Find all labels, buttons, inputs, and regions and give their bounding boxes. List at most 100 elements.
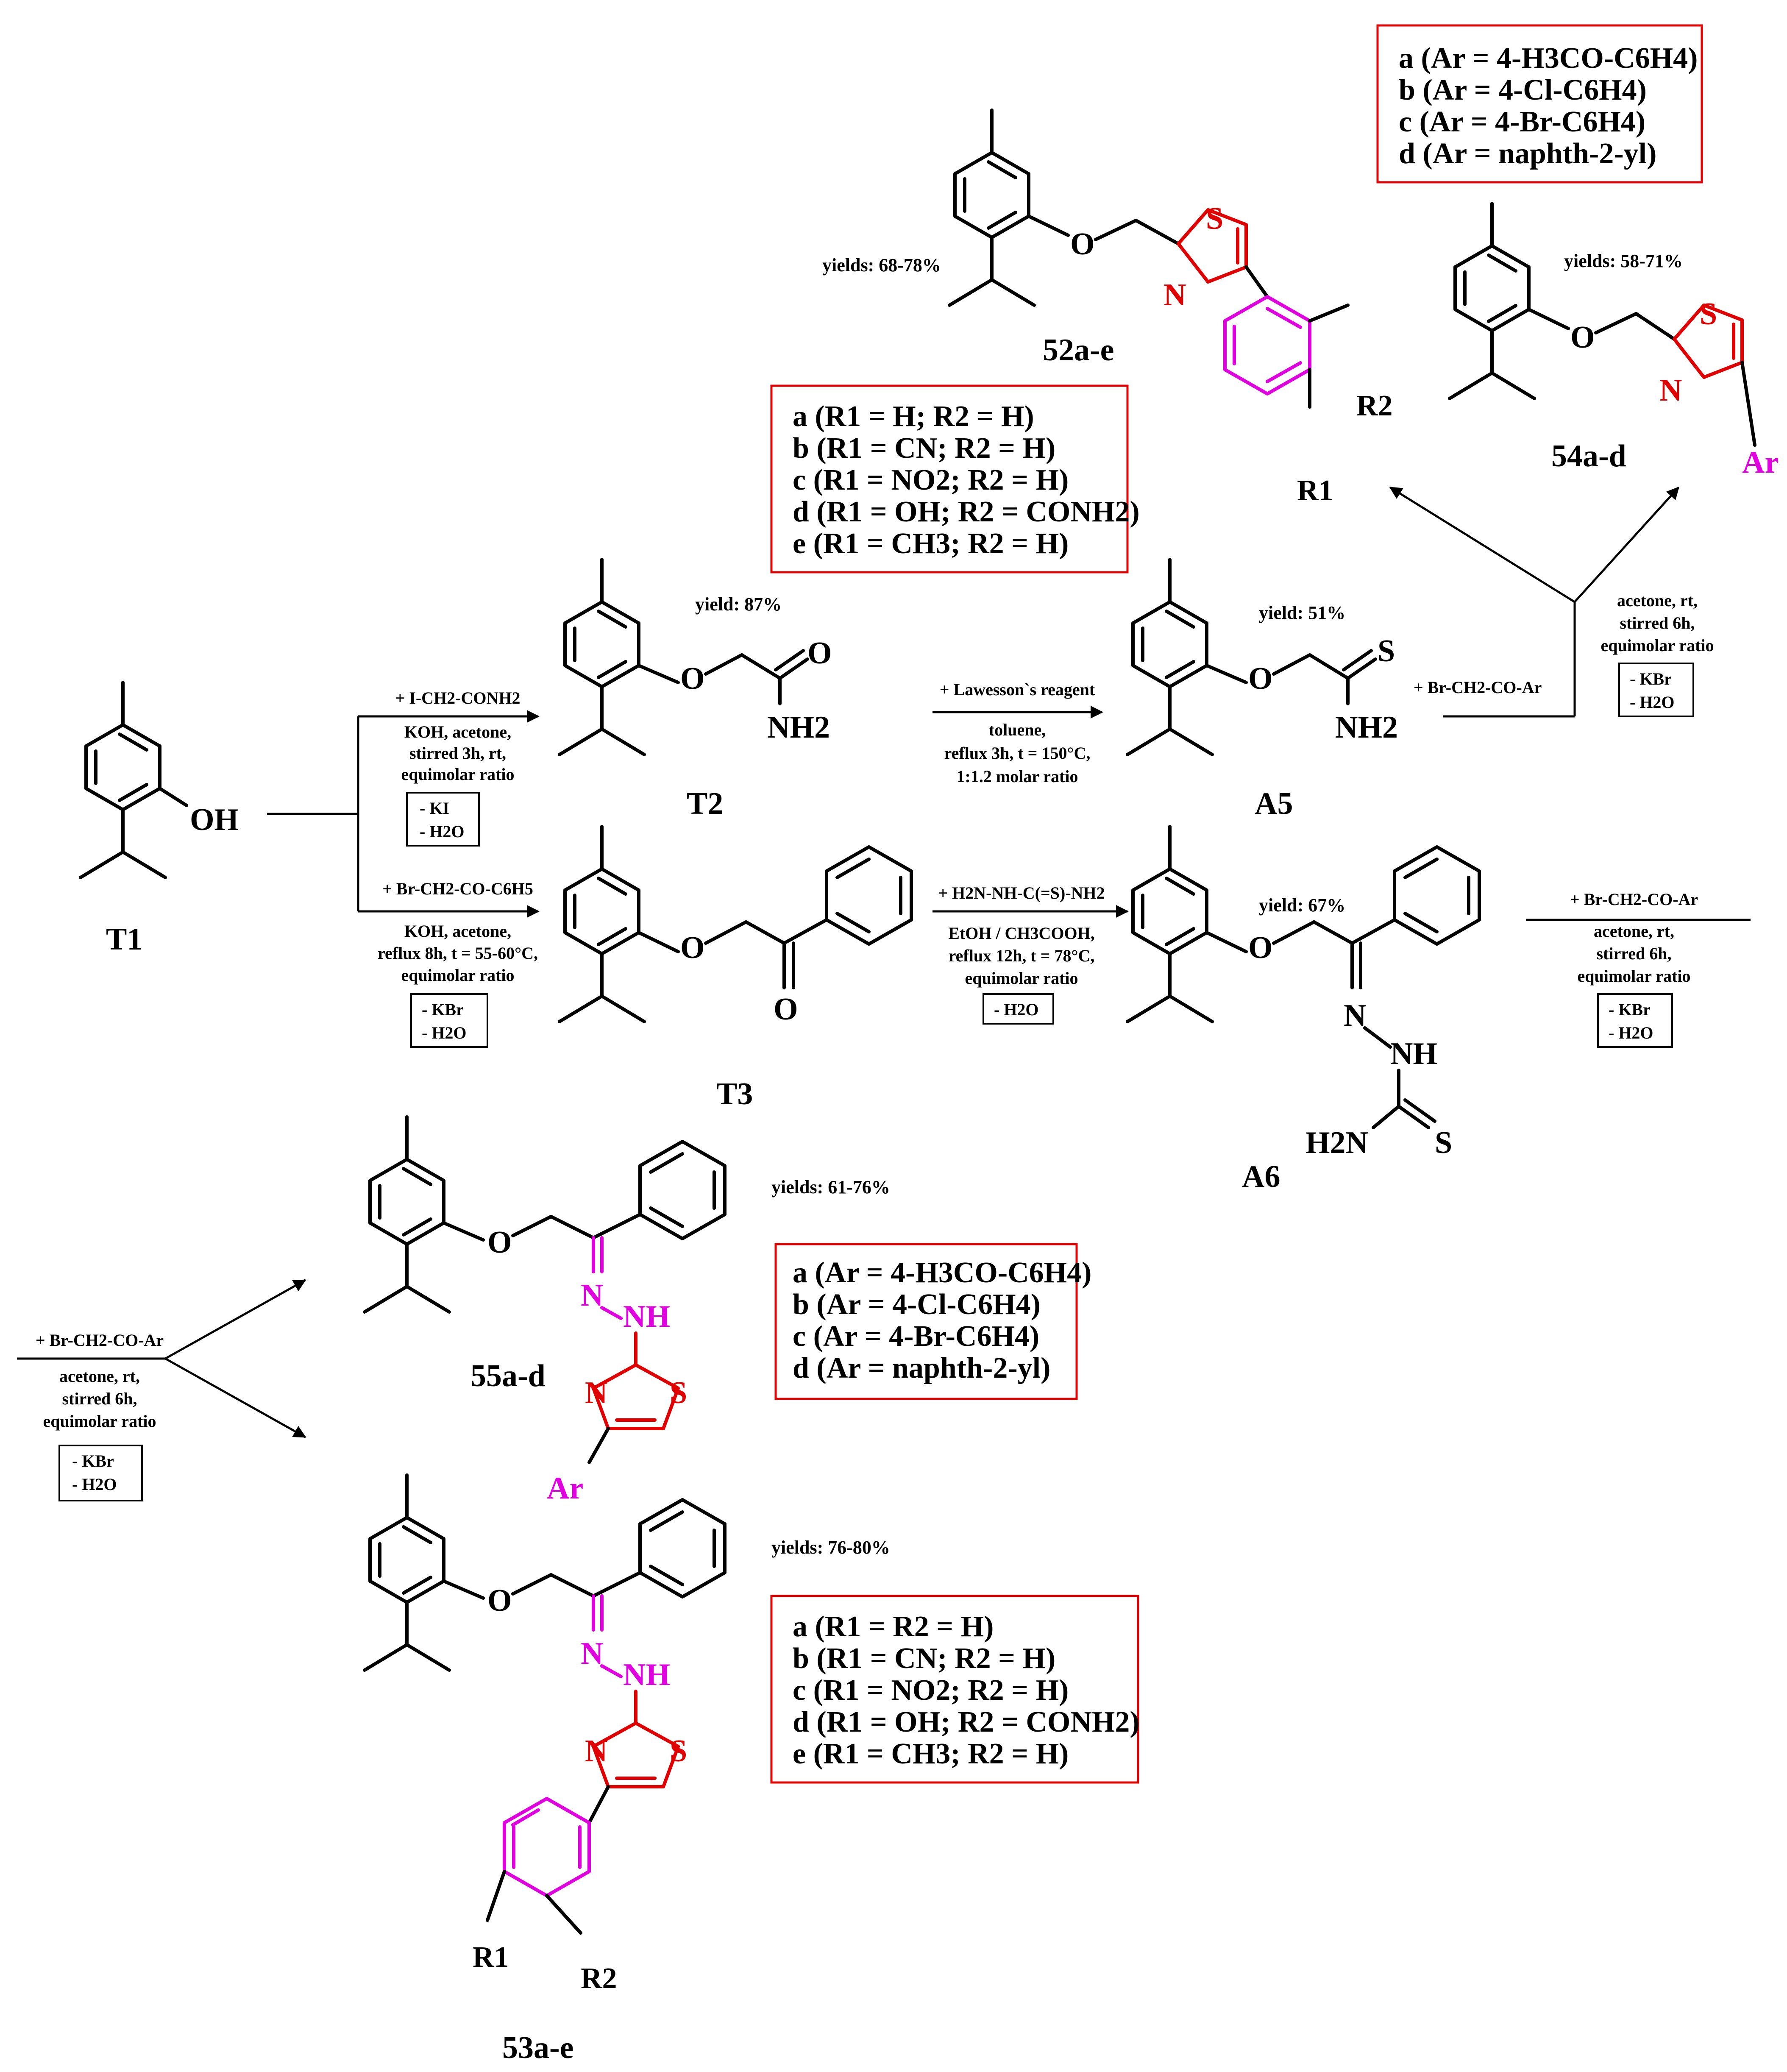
c52-aryl-ring [1223,295,1311,395]
substituents-r53-box: a (R1 = R2 = H) b (R1 = CN; R2 = H) c (R… [770,1595,1140,1784]
r53-d: d (R1 = OH; R2 = CONH2) [793,1706,1140,1738]
c53-thiazole-s: S [670,1734,687,1768]
r52-a: a (R1 = H; R2 = H) [793,400,1034,433]
r1-byproduct-2: - H2O [420,822,465,841]
c53-o-label: O [487,1583,512,1618]
a5-label: A5 [1255,786,1293,821]
reaction-7: + Br-CH2-CO-Ar acetone, rt, stirred 6h, … [17,1279,306,1501]
r3-line-2: reflux 3h, t = 150°C, [944,744,1091,763]
r53-a: a (R1 = R2 = H) [793,1610,994,1643]
substituents-ar55-box: a (Ar = 4-H3CO-C6H4) b (Ar = 4-Cl-C6H4) … [774,1243,1091,1400]
r2-byproduct-1: - KBr [422,1000,464,1019]
r2-line-1: KOH, acetone, [404,922,511,941]
ar-top-c: c (Ar = 4-Br-C6H4) [1399,106,1645,138]
r6-byproduct-1: - KBr [1609,1000,1651,1019]
c55-ar: Ar [547,1471,583,1506]
a5-nh2: NH2 [1335,710,1398,745]
c52-label: 52a-e [1043,333,1114,368]
r5-line-1: acetone, rt, [1617,591,1698,610]
a6-label: A6 [1242,1159,1280,1194]
r2-reagent: + Br-CH2-CO-C6H5 [382,879,533,898]
r1-line-3: equimolar ratio [401,765,514,784]
r6-byproduct-box [1597,993,1673,1048]
reaction-4: + H2N-NH-C(=S)-NH2 EtOH / CH3COOH, reflu… [932,883,1129,1025]
t2-label: T2 [687,786,723,821]
a6-thione-s: S [1435,1125,1452,1160]
compound-52: O S N R2 R1 yields: 68-78% 52a-e [822,110,1393,507]
r3-line-1: toluene, [989,720,1046,739]
c55-thiazole-n: N [585,1376,607,1410]
r52-c: c (R1 = NO2; R2 = H) [793,464,1069,496]
r5-line-3: equimolar ratio [1601,636,1714,655]
a5-thione-s: S [1378,634,1395,668]
a6-imine-n: N [1344,998,1366,1033]
r5-byproduct-box [1618,663,1694,717]
t2-yield: yield: 87% [695,594,782,615]
r53-e: e (R1 = CH3; R2 = H) [793,1738,1069,1770]
c52-r1: R1 [1297,474,1333,507]
r3-line-3: 1:1.2 molar ratio [957,767,1078,786]
compound-t3: O O T3 [559,827,911,1111]
a5-o-label: O [1248,661,1273,696]
r5-byproduct-1: - KBr [1630,669,1672,688]
r7-byproduct-box [58,1445,143,1501]
compound-53: O N NH N S R1 R2 yields: 76-80% 53a-e [365,1475,890,2065]
r3-reagent: + Lawesson`s reagent [940,680,1095,699]
t3-o-label: O [680,930,705,965]
t2-carbonyl-o: O [807,636,832,671]
t1-label: T1 [106,922,142,957]
r4-byproduct-1: - H2O [994,1000,1039,1019]
c53-aryl-ring [503,1797,591,1897]
r4-byproduct-box [983,993,1054,1025]
r7-reagent: + Br-CH2-CO-Ar [36,1331,164,1350]
r4-line-1: EtOH / CH3COOH, [948,924,1095,943]
r4-line-3: equimolar ratio [965,969,1078,988]
reaction-3: + Lawesson`s reagent toluene, reflux 3h,… [932,680,1103,786]
r7-line-3: equimolar ratio [43,1412,156,1431]
c52-thiazole-n: N [1163,278,1186,312]
r52-e: e (R1 = CH3; R2 = H) [793,527,1069,560]
ar55-a: a (Ar = 4-H3CO-C6H4) [793,1256,1091,1289]
a6-yield: yield: 67% [1259,895,1345,916]
r7-line-1: acetone, rt, [59,1367,140,1386]
ar55-b: b (Ar = 4-Cl-C6H4) [793,1288,1041,1321]
c55-o-label: O [487,1225,512,1260]
r5-reagent: + Br-CH2-CO-Ar [1414,678,1542,697]
compound-a6: O N NH H2N S yield: 67% A6 [1127,827,1479,1194]
c55-imine-n: N [581,1278,603,1313]
c53-r2: R2 [581,1962,617,1995]
r6-reagent: + Br-CH2-CO-Ar [1570,890,1698,909]
substituents-r52-box: a (R1 = H; R2 = H) b (R1 = CN; R2 = H) c… [770,384,1140,574]
c54-o-label: O [1570,320,1595,355]
r6-byproduct-2: - H2O [1609,1023,1653,1042]
r4-reagent: + H2N-NH-C(=S)-NH2 [938,883,1105,902]
c55-label: 55a-d [470,1359,546,1393]
c53-nh: NH [623,1657,670,1692]
compound-a5: O S NH2 yield: 51% A5 [1127,560,1398,821]
r6-line-2: stirred 6h, [1596,944,1671,963]
r1-line-2: stirred 3h, rt, [409,744,506,763]
ar55-c: c (Ar = 4-Br-C6H4) [793,1320,1039,1353]
r6-line-3: equimolar ratio [1577,966,1690,986]
r2-byproduct-2: - H2O [422,1023,467,1042]
a5-yield: yield: 51% [1259,602,1345,623]
r2-line-3: equimolar ratio [401,966,514,985]
compound-t2: O O NH2 yield: 87% T2 [559,560,832,821]
a6-nh: NH [1390,1036,1437,1071]
compound-55: O N NH N S Ar yields: 61-76% 55a-d [365,1117,890,1506]
c53-r1: R1 [473,1941,509,1974]
c52-r2: R2 [1356,390,1393,422]
reaction-6: + Br-CH2-CO-Ar acetone, rt, stirred 6h, … [1526,890,1751,1048]
t3-label: T3 [716,1077,753,1111]
c54-ar: Ar [1742,445,1779,480]
reaction-2-conditions: + Br-CH2-CO-C6H5 KOH, acetone, reflux 8h… [378,879,538,1048]
r52-b: b (R1 = CN; R2 = H) [793,432,1055,465]
ar-top-b: b (Ar = 4-Cl-C6H4) [1399,74,1647,106]
substituents-ar-top-box: a (Ar = 4-H3CO-C6H4) b (Ar = 4-Cl-C6H4) … [1376,24,1703,184]
r4-line-2: reflux 12h, t = 78°C, [949,946,1095,965]
c55-yield: yields: 61-76% [771,1177,890,1198]
r53-c: c (R1 = NO2; R2 = H) [793,1674,1069,1707]
r7-byproduct-2: - H2O [72,1475,117,1494]
c55-nh: NH [623,1299,670,1334]
